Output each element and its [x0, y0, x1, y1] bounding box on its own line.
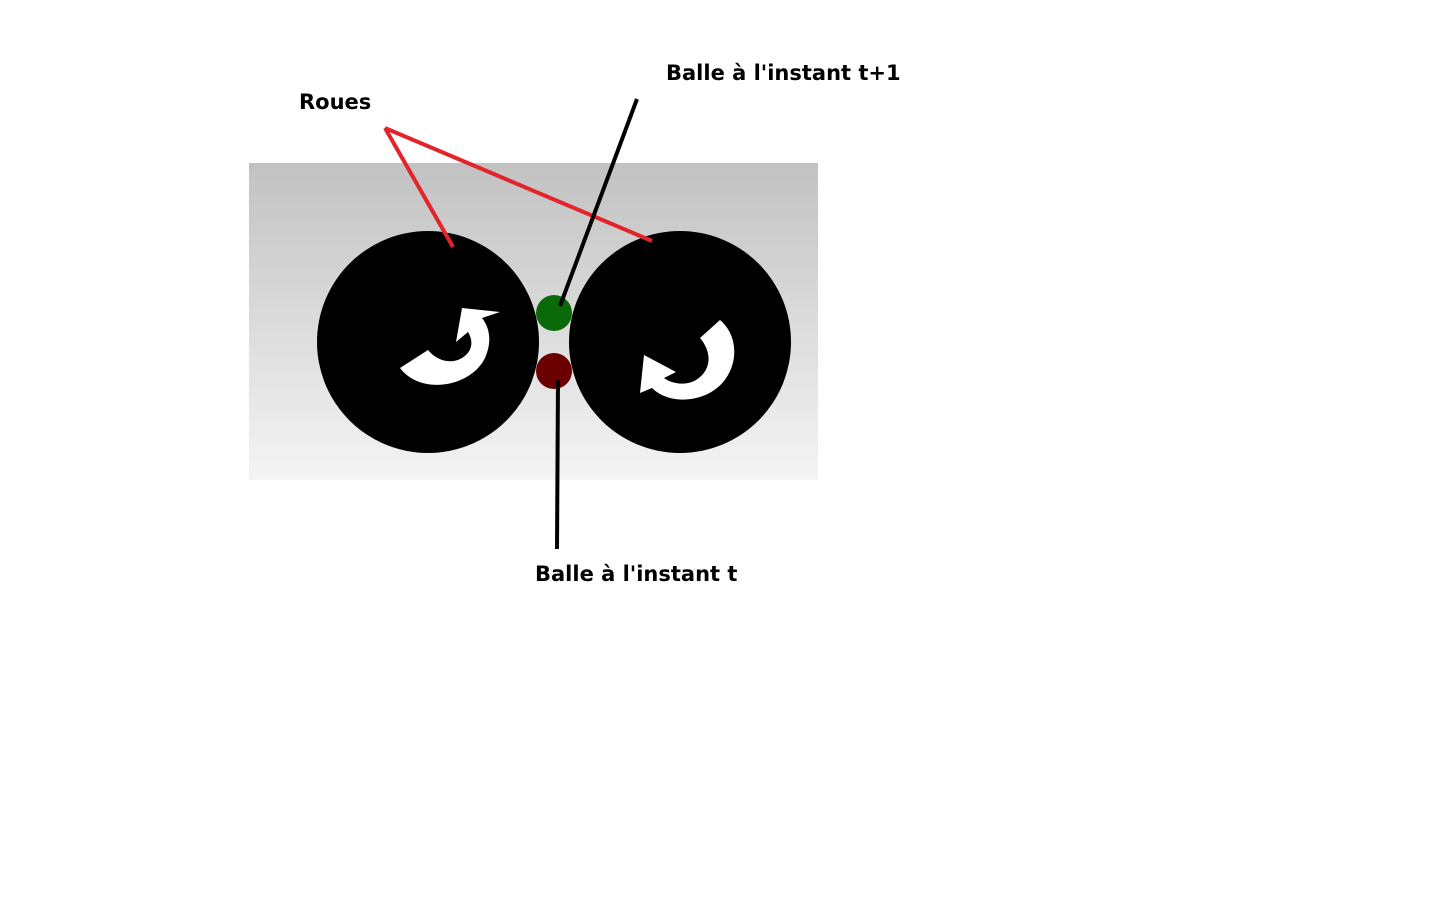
left-wheel — [317, 231, 539, 453]
wheels-pointer-line-left — [383, 127, 455, 248]
right-rotation-arrow-icon — [640, 320, 735, 400]
ball-now-pointer-line — [555, 379, 560, 550]
ball-next — [536, 295, 572, 331]
ball-next-label: Balle à l'instant t+1 — [666, 61, 901, 85]
ball-now — [536, 353, 572, 389]
ball-next-pointer-line — [558, 98, 639, 307]
left-rotation-arrow-icon — [400, 308, 500, 385]
right-wheel — [569, 231, 791, 453]
ball-now-label: Balle à l'instant t — [535, 562, 737, 586]
wheels-pointer-line-right — [384, 126, 653, 243]
wheels-label: Roues — [299, 90, 371, 114]
